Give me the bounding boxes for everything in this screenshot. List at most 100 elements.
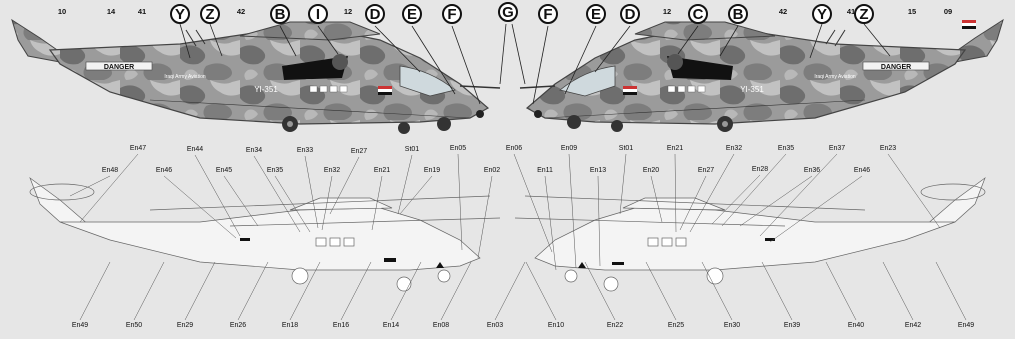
part-label: En14	[382, 322, 400, 329]
leader-line	[761, 261, 793, 321]
callout-circle: Y	[170, 4, 190, 24]
part-label: En11	[537, 167, 553, 174]
left-danger-text: DANGER	[104, 64, 134, 71]
callout-circle: D	[365, 4, 385, 24]
leader-line	[340, 261, 372, 321]
leader-line	[440, 261, 472, 321]
leader-line	[457, 153, 463, 251]
leader-line	[194, 154, 241, 237]
part-label: En46	[155, 167, 173, 174]
callout-circle: C	[688, 4, 708, 24]
left-serial-text: YI-351	[254, 85, 278, 94]
leader-line	[674, 153, 677, 233]
leader-line	[882, 261, 914, 321]
part-label: En34	[245, 147, 263, 154]
right-flag	[623, 86, 637, 95]
callout-circle: B	[728, 4, 748, 24]
part-label: En22	[606, 322, 624, 329]
right-army-text: Iraqi Army Aviation	[814, 74, 856, 80]
part-label: En36	[803, 167, 821, 174]
part-label: En27	[350, 148, 368, 155]
leader-line	[390, 261, 422, 321]
leader-line	[935, 261, 967, 321]
part-label: En05	[449, 145, 467, 152]
part-label: En33	[296, 147, 314, 154]
part-label: En26	[229, 322, 247, 329]
right-tail-flag	[962, 20, 976, 29]
part-label: En49	[71, 322, 89, 329]
leader-line	[237, 261, 269, 321]
leader-line	[321, 175, 333, 231]
callout-number: 42	[778, 7, 788, 16]
callout-circle: F	[442, 4, 462, 24]
callout-pointers	[179, 23, 891, 105]
leader-line	[584, 261, 616, 321]
part-label: En09	[560, 145, 578, 152]
callout-circle: B	[270, 4, 290, 24]
right-camo-helicopter: DANGER Iraqi Army Aviation YI-351	[519, 18, 1004, 132]
part-label: En40	[847, 322, 865, 329]
leader-line	[689, 153, 735, 233]
part-label: En23	[879, 145, 897, 152]
left-flag	[378, 86, 392, 95]
leader-line	[759, 153, 838, 237]
callout-circle: Z	[854, 4, 874, 24]
left-lineart-helicopter	[29, 177, 501, 292]
part-label: En16	[332, 322, 350, 329]
right-danger-text: DANGER	[881, 64, 911, 71]
part-label: En13	[589, 167, 607, 174]
callout-number: 10	[57, 7, 67, 16]
part-label: En18	[281, 322, 299, 329]
leader-line	[513, 153, 553, 253]
leader-line	[79, 261, 111, 321]
left-camo-helicopter: DANGER Iraqi Army Aviation YI-351	[11, 18, 501, 134]
leader-line	[887, 153, 941, 229]
callout-number: 09	[943, 7, 953, 16]
right-lineart-helicopter	[514, 177, 986, 292]
part-label: En39	[783, 322, 801, 329]
leader-line	[494, 261, 526, 321]
part-label: En21	[373, 167, 391, 174]
callout-circle: F	[538, 4, 558, 24]
leader-lines	[69, 153, 941, 271]
leader-line	[184, 261, 216, 321]
part-label: En25	[667, 322, 685, 329]
leader-line	[525, 261, 557, 321]
leader-line	[399, 175, 433, 215]
leader-line	[597, 175, 601, 267]
leader-line	[223, 175, 259, 227]
part-label: En35	[777, 145, 795, 152]
part-label: En47	[129, 145, 147, 152]
part-label: En20	[642, 167, 660, 174]
leader-line	[304, 155, 319, 229]
leader-line	[825, 261, 857, 321]
callout-number: 41	[137, 7, 147, 16]
leader-line	[253, 155, 301, 233]
callout-circle: E	[402, 4, 422, 24]
leader-line	[133, 261, 165, 321]
part-label: En48	[101, 167, 119, 174]
leader-line	[477, 175, 493, 259]
leader-line	[619, 153, 627, 215]
leader-line	[739, 175, 813, 227]
leader-line	[371, 175, 383, 231]
part-label: En42	[904, 322, 922, 329]
leader-line	[79, 153, 139, 223]
callout-number: 15	[907, 7, 917, 16]
callout-circle: E	[586, 4, 606, 24]
part-label: En32	[323, 167, 341, 174]
part-label: En45	[215, 167, 233, 174]
left-army-text: Iraqi Army Aviation	[164, 74, 206, 80]
part-label: En30	[723, 322, 741, 329]
part-label: En21	[666, 145, 684, 152]
leader-line	[274, 175, 311, 233]
leader-line	[711, 174, 761, 225]
bottom-leader-lines	[79, 261, 967, 321]
right-serial-text: YI-351	[740, 85, 764, 94]
left-antennas	[185, 29, 206, 47]
part-label: En29	[176, 322, 194, 329]
callout-number: 41	[846, 7, 856, 16]
leader-line	[69, 175, 111, 197]
leader-line	[721, 153, 787, 227]
